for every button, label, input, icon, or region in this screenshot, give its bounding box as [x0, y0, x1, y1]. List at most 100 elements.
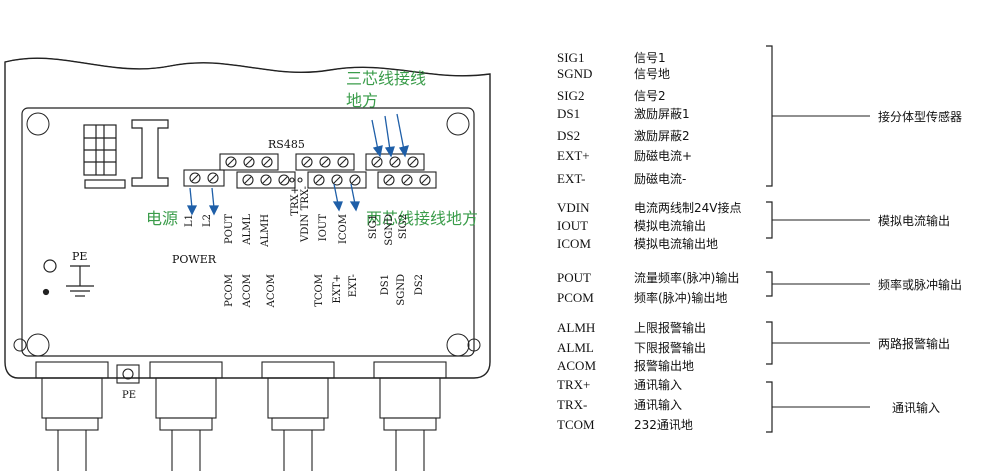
green-three-core-label-2: 地方 — [346, 91, 378, 110]
signal-description: 频率(脉冲)输出地 — [634, 290, 727, 305]
terminal-screw-icon — [349, 174, 361, 186]
signal-description: 报警输出地 — [634, 358, 694, 373]
terminal-label: DS1 — [380, 274, 391, 295]
signal-description: 通讯输入 — [634, 377, 682, 392]
signal-code: ALMH — [557, 320, 595, 335]
cable-glands — [35, 361, 447, 471]
terminal-screw-icon — [301, 156, 313, 168]
terminal-label: ALML — [242, 214, 253, 246]
terminal-screw-icon — [419, 174, 431, 186]
enclosure-lid-curve — [4, 57, 491, 77]
signal-description: 励磁电流+ — [634, 148, 692, 163]
terminal-label: VDIN — [300, 214, 311, 243]
green-three-core-label: 三芯线接线 — [346, 69, 426, 88]
signal-code: SIG2 — [557, 88, 584, 103]
terminal-block — [307, 171, 367, 189]
signal-description: 激励屏蔽2 — [634, 129, 690, 143]
fuse-holder-icon — [131, 119, 169, 187]
terminal-label: EXT- — [348, 274, 359, 297]
group-label: 频率或脉冲输出 — [878, 277, 962, 292]
signal-description: 电流两线制24V接点 — [634, 200, 741, 215]
terminal-block — [183, 169, 225, 187]
terminal-screw-icon — [260, 174, 272, 186]
group-bracket — [766, 201, 773, 239]
signal-code: EXT+ — [557, 148, 590, 163]
terminal-label: ICOM — [338, 214, 349, 244]
pe-inner-label: PE — [72, 250, 87, 263]
terminal-screw-icon — [337, 156, 349, 168]
terminal-label: EXT+ — [332, 274, 343, 303]
group-label: 两路报警输出 — [878, 336, 950, 351]
terminal-screw-icon — [189, 172, 201, 184]
terminal-screw-icon — [313, 174, 325, 186]
group-bracket — [766, 45, 773, 187]
inner-panel — [21, 107, 475, 357]
group-bracket — [766, 321, 773, 365]
power-label: POWER — [172, 253, 217, 266]
ground-icon — [42, 259, 94, 297]
signal-description: 上限报警输出 — [634, 320, 706, 335]
terminal-label: ACOM — [266, 274, 277, 308]
terminal-label: SGND — [384, 214, 395, 246]
signal-code: IOUT — [557, 218, 588, 233]
signal-code: TRX- — [557, 397, 587, 412]
terminal-screw-icon — [225, 156, 237, 168]
signal-code: SIG1 — [557, 50, 584, 65]
terminal-label: SIG1 — [368, 214, 379, 239]
terminal-screw-icon — [243, 156, 255, 168]
pe-outer-label: PE — [122, 390, 136, 401]
terminal-label: ACOM — [242, 274, 253, 308]
wire-arrows — [186, 113, 409, 216]
group-bracket — [766, 271, 773, 297]
signal-code: PCOM — [557, 290, 594, 305]
signal-description: 激励屏蔽1 — [634, 107, 690, 121]
signal-description: 信号地 — [634, 67, 670, 81]
terminal-screw-icon — [242, 174, 254, 186]
trx-connector — [289, 177, 303, 183]
signal-code: POUT — [557, 270, 591, 285]
terminal-screw-icon — [319, 156, 331, 168]
terminal-label: POUT — [224, 214, 235, 244]
signal-code: ICOM — [557, 236, 591, 251]
signal-code: TRX+ — [557, 377, 590, 392]
signal-description: 模拟电流输出 — [634, 218, 706, 233]
terminal-label: ALMH — [260, 214, 271, 248]
group-label: 接分体型传感器 — [878, 109, 962, 124]
terminal-screw-icon — [407, 156, 419, 168]
signal-description: 下限报警输出 — [634, 340, 706, 355]
signal-description: 模拟电流输出地 — [634, 236, 718, 251]
terminal-screw-icon — [261, 156, 273, 168]
terminal-screw-icon — [383, 174, 395, 186]
terminal-screw-icon — [331, 174, 343, 186]
terminal-screw-icon — [207, 172, 219, 184]
group-bracket — [766, 381, 773, 433]
signal-description: 励磁电流- — [634, 171, 686, 186]
signal-description: 通讯输入 — [634, 397, 682, 412]
terminal-block — [236, 171, 296, 189]
terminal-label: L2 — [202, 214, 213, 227]
terminal-label: DS2 — [414, 274, 425, 295]
terminal-label: PCOM — [224, 274, 235, 307]
terminal-label: SGND — [396, 274, 407, 306]
signal-description: 232通讯地 — [634, 418, 693, 432]
signal-code: VDIN — [557, 200, 590, 215]
terminal-screw-icon — [401, 174, 413, 186]
signal-description: 流量频率(脉冲)输出 — [634, 270, 739, 285]
terminal-block — [295, 153, 355, 171]
trx-label: TRX- — [300, 186, 311, 210]
terminal-label: SIG2 — [398, 214, 409, 239]
rs485-label: RS485 — [268, 138, 305, 151]
terminal-screw-icon — [278, 174, 290, 186]
corner-screw-icon — [13, 112, 481, 357]
signal-code: ALML — [557, 340, 594, 355]
terminal-block — [365, 153, 425, 171]
terminal-label: TCOM — [314, 274, 325, 307]
terminal-label: IOUT — [318, 214, 329, 242]
transformer-icon — [83, 124, 126, 189]
terminal-block — [377, 171, 437, 189]
